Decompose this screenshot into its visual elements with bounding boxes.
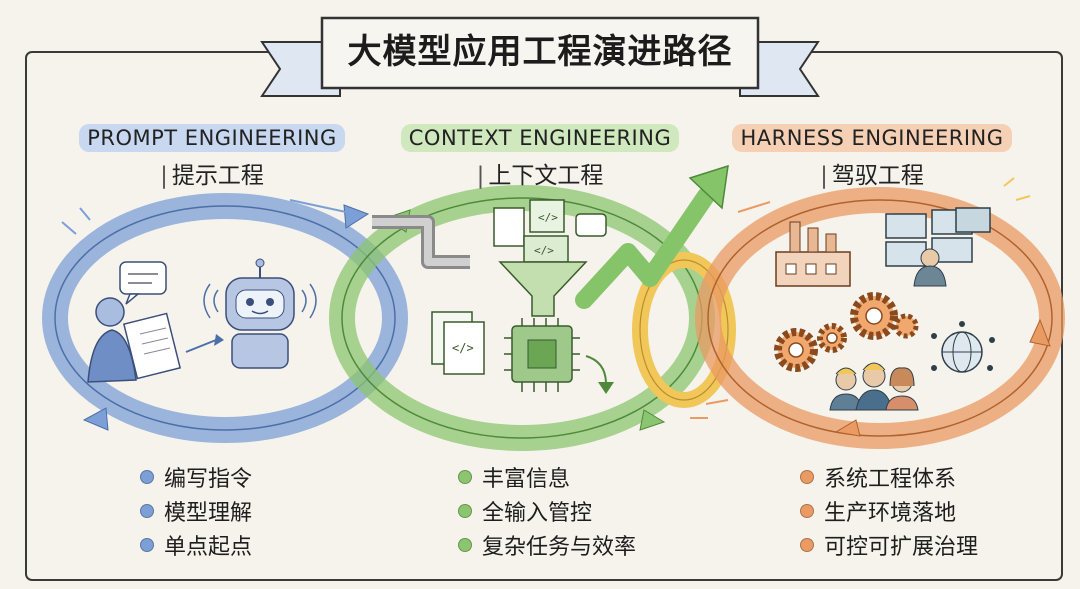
context-points-list: 丰富信息 全输入管控 复杂任务与效率 [458,460,636,562]
svg-text:</>: </> [452,341,474,355]
stage-title-en: HARNESS ENGINEERING [732,124,1012,152]
stage-title-zh: |上下文工程 [476,163,604,189]
code-file-icon: </> [431,311,485,375]
speech-bubble-icon [119,261,167,305]
stage-title-en: PROMPT ENGINEERING [79,124,345,152]
bullet-dot [458,504,472,518]
funnel-icon [498,261,588,317]
list-item-text: 丰富信息 [482,467,571,492]
harness-loop [695,187,1065,449]
stage-title-zh: |驾驭工程 [820,163,924,189]
stage-title-en: CONTEXT ENGINEERING [400,124,680,152]
bullet-dot [800,538,814,552]
list-item-text: 生产环境落地 [824,501,957,526]
list-item-text: 可控可扩展治理 [824,535,979,560]
chip-icon [504,318,580,392]
harness-points-list: 系统工程体系 生产环境落地 可控可扩展治理 [800,460,978,562]
list-item: 丰富信息 [458,460,636,494]
svg-text:</>: </> [538,211,558,224]
stage-title-zh-text: 上下文工程 [488,163,604,189]
robot-icon [203,258,317,369]
prompt-points-list: 编写指令 模型理解 单点起点 [140,460,252,562]
bullet-dot [140,504,154,518]
stage-title-zh: |提示工程 [160,163,264,189]
monitors-icon [885,207,991,287]
prompt-loop [42,193,408,443]
accent-marks-blue [61,199,347,235]
factory-icon [775,221,851,287]
list-item: 模型理解 [140,494,252,528]
list-item-text: 复杂任务与效率 [482,535,637,560]
arrow-to-robot-icon [185,339,217,353]
svg-text:</>: </> [534,244,554,257]
list-item-text: 系统工程体系 [824,467,957,492]
stage-header-context: CONTEXT ENGINEERING |上下文工程 [390,124,690,190]
bullet-dot [458,470,472,484]
bullet-dot [458,538,472,552]
stage-header-prompt: PROMPT ENGINEERING |提示工程 [62,124,362,190]
title-banner [260,16,820,97]
list-item: 系统工程体系 [800,460,978,494]
stage-title-zh-text: 提示工程 [171,163,264,189]
accent-marks-yellow [1003,177,1031,201]
bullet-dot [140,470,154,484]
bullet-dot [800,470,814,484]
gears-icon [774,292,919,372]
accent-marks-orange [690,201,771,419]
stage-title-zh-text: 驾驭工程 [831,163,924,189]
growth-arrow-icon [575,164,729,309]
globe-network-icon [931,321,995,373]
person-writing-icon [87,297,182,383]
list-item: 可控可扩展治理 [800,528,978,562]
list-item: 全输入管控 [458,494,636,528]
stage-header-harness: HARNESS ENGINEERING |驾驭工程 [722,124,1022,190]
list-item: 单点起点 [140,528,252,562]
page-title: 大模型应用工程演进路径 [347,32,733,72]
list-item: 复杂任务与效率 [458,528,636,562]
bullet-dot [800,504,814,518]
list-item-text: 编写指令 [164,467,253,492]
list-item: 生产环境落地 [800,494,978,528]
team-icon [829,362,919,411]
list-item: 编写指令 [140,460,252,494]
document-icon: </> </> [493,199,607,263]
list-item-text: 全输入管控 [482,501,593,526]
list-item-text: 单点起点 [164,535,253,560]
list-item-text: 模型理解 [164,501,253,526]
bullet-dot [140,538,154,552]
